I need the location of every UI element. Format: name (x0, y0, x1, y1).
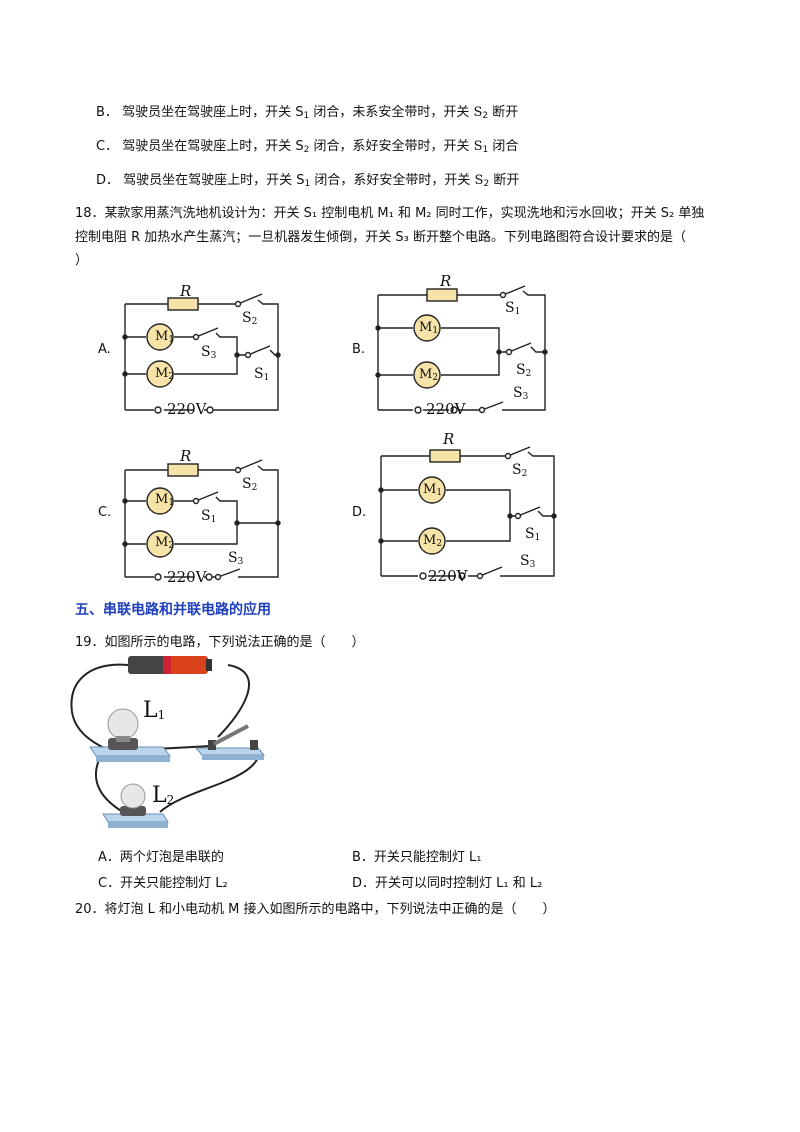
switch-label: S2 (242, 476, 258, 493)
motor-label: M2 (155, 535, 175, 551)
switch-label: S1 (505, 300, 521, 317)
resistor-label: R (180, 282, 192, 300)
q17-option-c[interactable]: C． 驾驶员坐在驾驶座上时，开关 S2 闭合，系好安全带时，开关 S1 闭合 (96, 139, 519, 155)
switch-label: S3 (201, 344, 217, 361)
q18-stem-line2: 控制电阻 R 加热水产生蒸汽；一旦机器发生倾倒，开关 S₃ 断开整个电路。下列电… (75, 230, 687, 245)
q17-option-b[interactable]: B． 驾驶员坐在驾驶座上时，开关 S1 闭合，未系安全带时，开关 S2 断开 (96, 105, 519, 121)
option-letter: B． (96, 105, 118, 120)
section-heading: 五、串联电路和并联电路的应用 (75, 602, 271, 618)
q19-circuit-picture (70, 656, 266, 828)
switch-label: S1 (201, 508, 217, 525)
q20-stem: 20．将灯泡 L 和小电动机 M 接入如图所示的电路中，下列说法中正确的是（ ） (75, 902, 556, 917)
circuit-c-label[interactable]: C. (98, 505, 112, 520)
lamp-l2-icon (102, 783, 169, 828)
q19-option-b[interactable]: B．开关只能控制灯 L₁ (352, 850, 482, 865)
switch-label: S2 (512, 462, 528, 479)
motor-label: M2 (155, 366, 175, 382)
circuit-b-label[interactable]: B. (352, 342, 366, 357)
q17-option-d[interactable]: D． 驾驶员坐在驾驶座上时，开关 S1 闭合，系好安全带时，开关 S2 断开 (96, 173, 520, 189)
motor-label: M2 (423, 533, 443, 549)
voltage-label: 220V (428, 567, 468, 585)
motor-label: M1 (419, 320, 439, 336)
resistor-label: R (440, 272, 452, 290)
motor-label: M1 (155, 329, 175, 345)
voltage-label: 220V (167, 400, 207, 418)
voltage-label: 220V (426, 400, 466, 418)
motor-label: M1 (423, 482, 443, 498)
lamp-l2-label: L2 (152, 783, 175, 808)
switch-label: S2 (242, 310, 258, 327)
q19-stem: 19．如图所示的电路，下列说法正确的是（ ） (75, 635, 365, 650)
switch-icon (194, 724, 266, 760)
voltage-label: 220V (167, 568, 207, 586)
switch-label: S3 (228, 550, 244, 567)
switch-label: S1 (254, 366, 270, 383)
circuit-a-diagram[interactable] (120, 280, 290, 420)
switch-label: S1 (525, 526, 541, 543)
switch-label: S3 (513, 385, 529, 402)
lamp-l1-icon (89, 708, 172, 762)
switch-label: S3 (520, 553, 536, 570)
circuit-a-label[interactable]: A. (98, 342, 111, 357)
circuit-d-diagram[interactable] (378, 440, 558, 580)
motor-label: M2 (419, 367, 439, 383)
q18-stem-line3: ） (75, 253, 89, 268)
q19-option-a[interactable]: A．两个灯泡是串联的 (98, 850, 224, 865)
circuit-d-label[interactable]: D. (352, 505, 367, 520)
q18-stem-line1: 18．某款家用蒸汽洗地机设计为：开关 S₁ 控制电机 M₁ 和 M₂ 同时工作，… (75, 206, 705, 221)
q19-option-c[interactable]: C．开关只能控制灯 L₂ (98, 876, 228, 891)
switch-label: S2 (516, 362, 532, 379)
battery-icon (128, 656, 212, 674)
circuit-b-diagram[interactable] (375, 280, 550, 420)
circuit-c-diagram[interactable] (120, 445, 290, 585)
motor-label: M1 (155, 492, 175, 508)
q19-option-d[interactable]: D．开关可以同时控制灯 L₁ 和 L₂ (352, 876, 543, 891)
resistor-label: R (443, 430, 455, 448)
resistor-label: R (180, 447, 192, 465)
lamp-l1-label: L1 (143, 698, 166, 723)
